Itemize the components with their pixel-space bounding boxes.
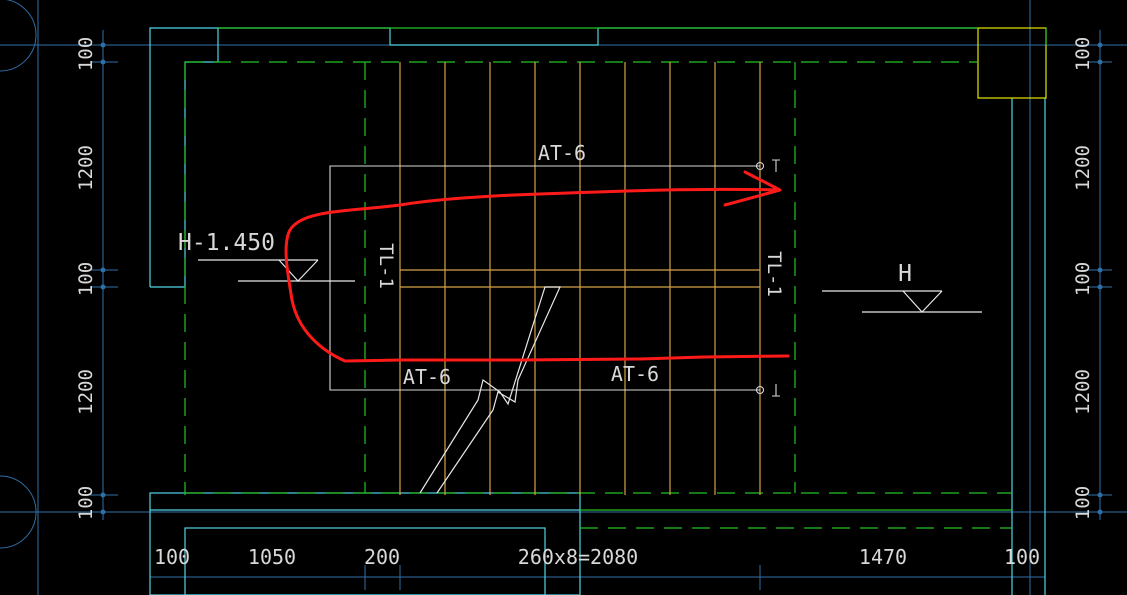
column-top-right[interactable] <box>977 27 1047 99</box>
dim-bottom-6: 100 <box>1004 545 1040 569</box>
dim-left-5: 100 <box>75 486 97 520</box>
flight-label-bottom-left: AT-6 <box>403 365 451 389</box>
dim-bottom-2: 1050 <box>248 545 296 569</box>
dim-left-4: 1200 <box>75 369 97 415</box>
flight-label-top: AT-6 <box>538 141 586 165</box>
axis-bubble-bottom <box>0 475 37 549</box>
structural-outlines <box>218 27 1047 511</box>
red-path-annotation[interactable] <box>284 170 790 363</box>
beam-label-left: TL-1 <box>375 243 397 289</box>
wall-bottom-inner[interactable] <box>184 527 546 595</box>
dim-right-2: 1200 <box>1072 145 1094 191</box>
dim-bottom-4: 260x8=2080 <box>518 545 638 569</box>
level-label-left: H-1.450 <box>178 230 275 256</box>
red-path-line[interactable] <box>284 187 790 363</box>
dim-bottom-1: 100 <box>154 545 190 569</box>
dim-left-2: 1200 <box>75 145 97 191</box>
axis-bubble-top <box>0 0 37 72</box>
dim-right-5: 100 <box>1072 486 1094 520</box>
break-line[interactable] <box>419 286 561 494</box>
dim-bottom-5: 1470 <box>859 545 907 569</box>
dim-left-3: 100 <box>75 262 97 296</box>
dim-right-4: 1200 <box>1072 369 1094 415</box>
stair-treads[interactable] <box>399 62 761 495</box>
flight-label-bottom-right: AT-6 <box>611 362 659 386</box>
level-symbol-left[interactable] <box>198 259 355 282</box>
dimension-bottom-labels: 100 1050 200 260x8=2080 1470 100 <box>154 545 1040 569</box>
level-label-right: H <box>898 261 912 287</box>
hidden-beam-lines <box>184 61 1012 529</box>
dim-left-1: 100 <box>75 37 97 71</box>
dimension-left-labels: 100 1200 100 1200 100 <box>75 37 97 520</box>
level-symbol-right[interactable] <box>822 290 982 313</box>
beam-label-right: TL-1 <box>763 251 785 297</box>
dimension-dots <box>100 42 1103 515</box>
dim-right-3: 100 <box>1072 262 1094 296</box>
red-arrow-head[interactable] <box>723 170 782 207</box>
dim-bottom-3: 200 <box>364 545 400 569</box>
dim-right-1: 100 <box>1072 37 1094 71</box>
dimension-right-labels: 100 1200 100 1200 100 <box>1072 37 1094 520</box>
